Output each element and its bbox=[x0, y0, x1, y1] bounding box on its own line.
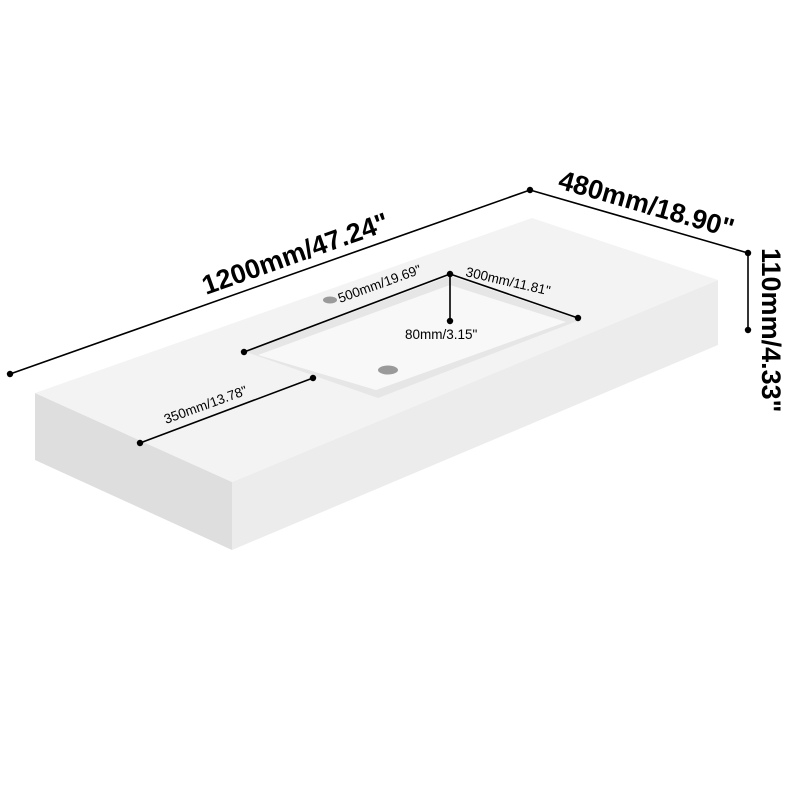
countertop-side-face bbox=[232, 280, 718, 550]
faucet-hole bbox=[323, 296, 337, 304]
basin bbox=[246, 276, 580, 398]
basin-floor bbox=[258, 285, 566, 390]
drain-hole bbox=[378, 365, 398, 375]
height-dimension: 110mm/4.33" bbox=[744, 248, 786, 412]
depth-label: 480mm/18.90" bbox=[555, 165, 737, 244]
basin-depth-dimension: 80mm/3.15" bbox=[405, 274, 478, 342]
countertop-front-face bbox=[35, 393, 232, 550]
height-label: 110mm/4.33" bbox=[756, 248, 786, 412]
basin-depth-label: 80mm/3.15" bbox=[405, 327, 478, 342]
